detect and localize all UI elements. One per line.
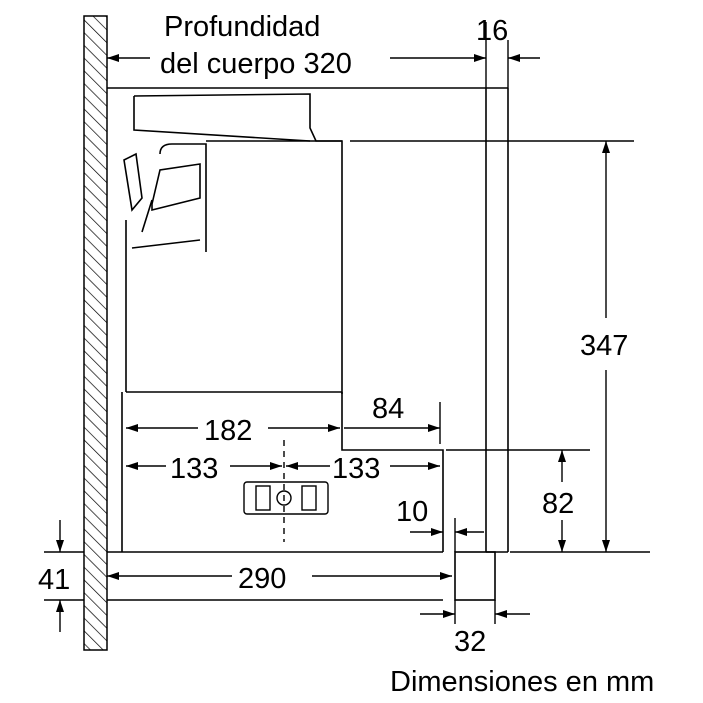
label-depth-line2: del cuerpo 320 xyxy=(160,48,352,80)
cabinet-outline xyxy=(107,87,509,553)
dim-84 xyxy=(344,402,441,444)
label-290: 290 xyxy=(238,563,286,595)
hood-motor-body xyxy=(123,93,343,394)
label-347: 347 xyxy=(580,330,628,362)
label-182: 182 xyxy=(204,415,252,447)
label-41: 41 xyxy=(38,564,70,596)
dim-10 xyxy=(410,518,484,552)
units-caption: Dimensiones en mm xyxy=(390,666,654,698)
label-133-right: 133 xyxy=(332,453,380,485)
label-16: 16 xyxy=(476,15,508,47)
dim-depth-320 xyxy=(107,22,540,88)
label-82: 82 xyxy=(542,488,574,520)
label-133-left: 133 xyxy=(170,453,218,485)
wall-hatched xyxy=(83,15,108,651)
hood-lower-body xyxy=(121,392,444,552)
bottom-extension xyxy=(107,551,496,601)
dim-41 xyxy=(44,520,84,632)
dim-82 xyxy=(446,449,590,552)
dim-347 xyxy=(350,140,650,553)
label-84: 84 xyxy=(372,393,404,425)
label-10: 10 xyxy=(396,496,428,528)
dim-32 xyxy=(420,600,530,624)
label-32: 32 xyxy=(454,626,486,658)
fan-unit-symbol xyxy=(243,440,329,542)
label-depth-line1: Profundidad xyxy=(164,11,320,43)
